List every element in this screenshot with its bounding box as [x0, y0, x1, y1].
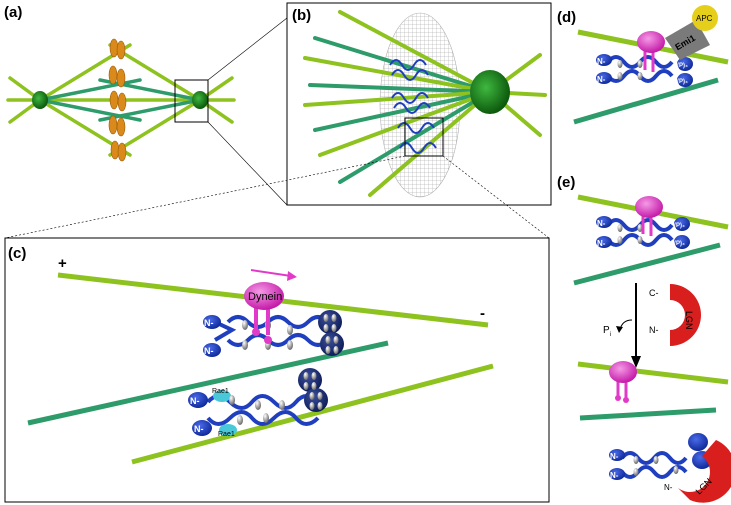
panel-d: (d) N- N- (P)₄ (P)₄ Emi1 APC	[557, 5, 729, 125]
microtubule-d-bottom	[573, 77, 719, 125]
n-term-label: N-	[597, 219, 606, 228]
panel-c: (c) + - N- N-	[4, 237, 550, 503]
nuap-dimer-lower: N- N- Rae1 Rae1	[188, 368, 328, 438]
panel-e-label: (e)	[557, 174, 575, 191]
n-term-label: N-	[610, 452, 619, 461]
rae1-label: Rae1	[218, 431, 235, 438]
nuap-dimer-upper: N- N-	[203, 310, 344, 357]
apc-complex	[692, 5, 718, 31]
zoom-box-a	[174, 79, 209, 123]
dynein-released	[609, 361, 637, 383]
panel-b: (b)	[4, 2, 552, 239]
emi1-block	[665, 20, 710, 60]
rae1-label: Rae1	[212, 388, 229, 395]
panel-d-label: (d)	[557, 9, 576, 26]
panel-b-label: (b)	[292, 7, 311, 24]
n-term-label: N-	[194, 424, 204, 434]
n-term-label: N-	[664, 483, 673, 492]
minus-end-label: -	[480, 305, 485, 322]
zoom-line	[207, 17, 288, 81]
spindle-pole-right	[192, 91, 208, 109]
n-term-label: N-	[597, 57, 606, 66]
dynein-d	[637, 31, 665, 53]
dynein-motor: Dynein	[244, 269, 297, 344]
n-term-label: N-	[597, 75, 606, 84]
microtubule-middle	[27, 340, 389, 426]
n-term-label: N-	[610, 471, 619, 480]
dynein-e	[635, 196, 663, 218]
microtubule-bottom	[131, 363, 494, 465]
p4-label: (P)₄	[677, 79, 688, 85]
dynein-label: Dynein	[248, 291, 282, 303]
rae1-bottom	[219, 424, 237, 436]
spindle-pole-left	[32, 91, 48, 109]
plus-end-label: +	[58, 255, 67, 272]
chromosomes	[108, 38, 127, 162]
n-term-label: N-	[190, 396, 200, 406]
n-term-label: N-	[649, 325, 659, 335]
panel-e: (e) N- N- (P)₄ (P)₄ P i LGN C- N-	[557, 174, 731, 503]
n-term-label: N-	[597, 239, 606, 248]
lgn-label: LGN	[684, 311, 694, 330]
n-terminus	[188, 392, 208, 408]
c-term-label: C-	[649, 288, 659, 298]
zoom-box-b	[404, 117, 444, 157]
lgn-crescent	[670, 284, 701, 346]
panel-c-label: (c)	[8, 245, 26, 262]
microtubule-e-bottom	[573, 242, 721, 286]
apc-label: APC	[696, 14, 713, 23]
n-terminus	[203, 315, 221, 329]
spindle-pole-b	[470, 70, 510, 114]
panel-a: (a)	[4, 4, 288, 206]
p4-label: (P)₄	[674, 223, 685, 229]
n-terminus	[203, 343, 221, 357]
n-term-label: N-	[204, 318, 214, 328]
p4-label: (P)₄	[674, 241, 685, 247]
n-terminus	[192, 420, 212, 436]
p4-label: (P)₄	[677, 63, 688, 69]
nuap-fibers-b	[389, 59, 437, 154]
zoom-line	[4, 155, 406, 239]
rae1-top	[213, 390, 231, 402]
pi-sub-label: i	[610, 332, 611, 338]
zoom-line	[207, 121, 288, 206]
panel-a-label: (a)	[4, 4, 22, 21]
microtubule-e-after-top	[577, 361, 729, 385]
n-term-label: N-	[204, 346, 214, 356]
motor-direction-arrow	[250, 269, 292, 277]
lgn-bound	[678, 440, 731, 503]
microtubule-e-after-bottom	[579, 407, 717, 421]
pi-label: P	[603, 325, 610, 336]
